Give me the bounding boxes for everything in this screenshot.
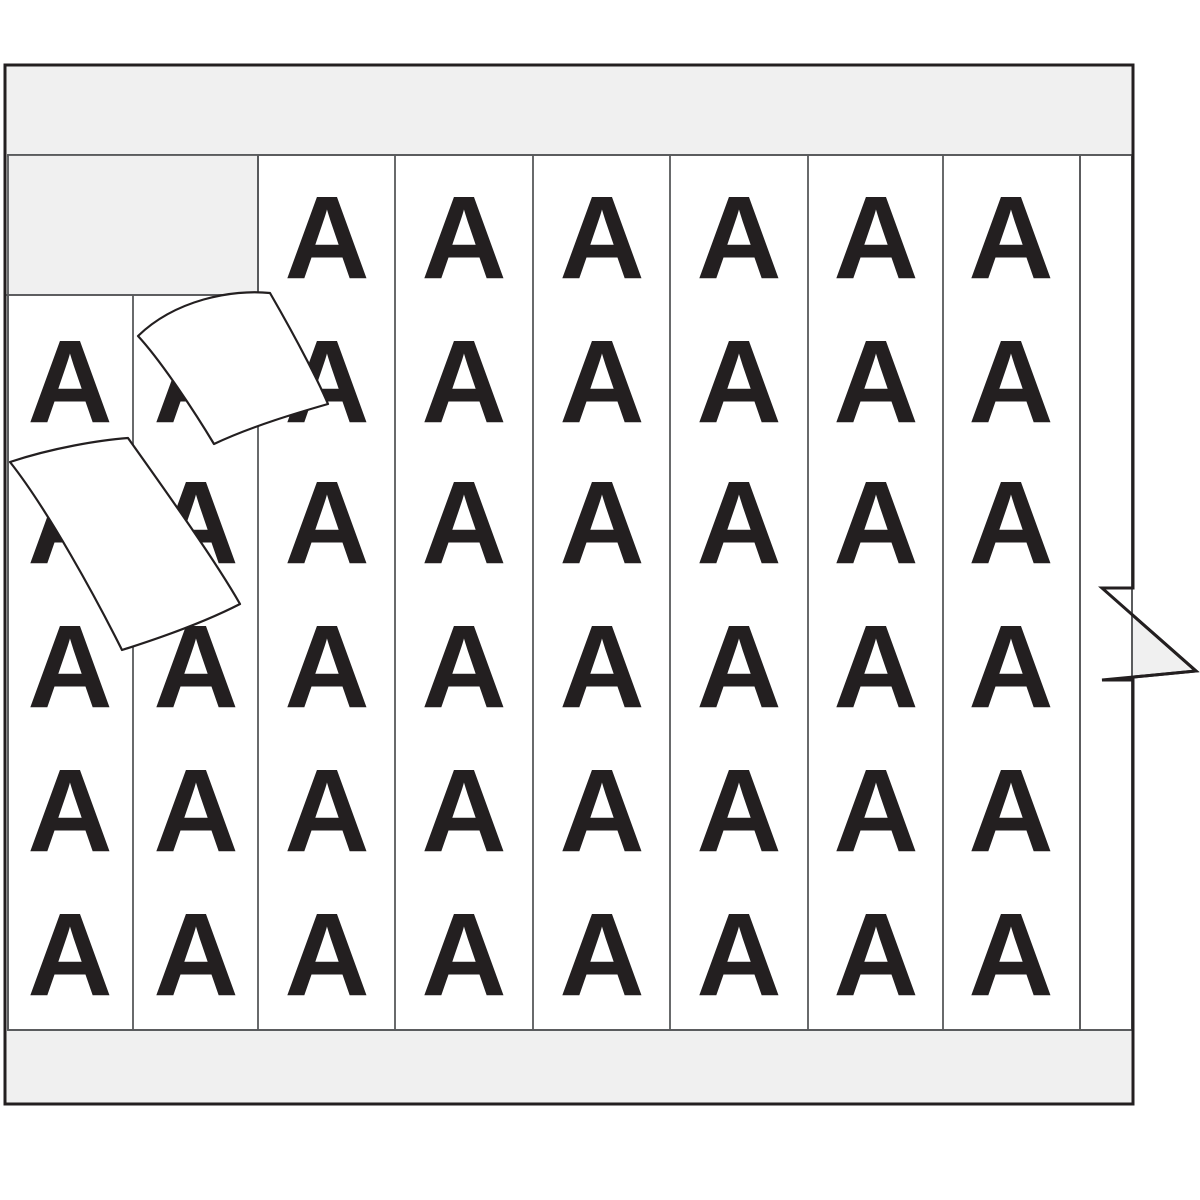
label-cell[interactable]: A: [968, 316, 1053, 448]
label-row: A A A A A A A A: [27, 316, 1053, 448]
label-cell[interactable]: A: [284, 745, 369, 877]
label-row: A A A A A A A A: [27, 889, 1053, 1021]
label-row: A A A A A A A A: [27, 745, 1053, 877]
label-cell[interactable]: A: [421, 457, 506, 589]
label-cell[interactable]: A: [833, 457, 918, 589]
label-cell[interactable]: A: [968, 457, 1053, 589]
label-cell[interactable]: A: [696, 457, 781, 589]
label-cell[interactable]: A: [284, 601, 369, 733]
label-cell[interactable]: A: [421, 172, 506, 304]
label-cell[interactable]: A: [284, 457, 369, 589]
label-cell[interactable]: A: [696, 316, 781, 448]
label-cell[interactable]: A: [696, 172, 781, 304]
label-cell[interactable]: A: [559, 172, 644, 304]
label-cell[interactable]: A: [27, 745, 112, 877]
label-cell[interactable]: A: [421, 745, 506, 877]
label-cell[interactable]: A: [421, 601, 506, 733]
label-cell[interactable]: A: [833, 172, 918, 304]
label-cell[interactable]: A: [696, 889, 781, 1021]
label-cell[interactable]: A: [421, 316, 506, 448]
label-cell[interactable]: A: [968, 172, 1053, 304]
peeling-label-upper[interactable]: [136, 291, 330, 446]
label-cell[interactable]: A: [559, 457, 644, 589]
label-cell[interactable]: A: [559, 601, 644, 733]
label-cell[interactable]: A: [833, 316, 918, 448]
label-block-border: [7, 154, 1133, 1031]
label-cell[interactable]: A: [833, 889, 918, 1021]
label-cell[interactable]: A: [27, 316, 112, 448]
label-cell[interactable]: A: [833, 601, 918, 733]
label-cell[interactable]: A: [968, 601, 1053, 733]
label-cell[interactable]: A: [696, 601, 781, 733]
label-cell[interactable]: A: [153, 745, 238, 877]
label-cell[interactable]: A: [559, 316, 644, 448]
peeling-label-lower[interactable]: [8, 436, 242, 652]
label-cell[interactable]: A: [696, 745, 781, 877]
backing-card-outline: [3, 63, 1200, 1106]
label-cell[interactable]: A: [559, 745, 644, 877]
label-cell[interactable]: A: [833, 745, 918, 877]
label-cell[interactable]: A: [153, 889, 238, 1021]
label-cell[interactable]: A: [421, 889, 506, 1021]
label-cell[interactable]: A: [27, 601, 112, 733]
label-row: A A A A A A A A: [27, 601, 1053, 733]
label-cell[interactable]: A: [968, 745, 1053, 877]
label-cell[interactable]: A: [284, 172, 369, 304]
label-cell[interactable]: A: [559, 889, 644, 1021]
label-cell[interactable]: A: [27, 889, 112, 1021]
top-left-gray-overlay: [6, 157, 257, 294]
label-cell[interactable]: A: [968, 889, 1053, 1021]
label-cell[interactable]: A: [284, 889, 369, 1021]
